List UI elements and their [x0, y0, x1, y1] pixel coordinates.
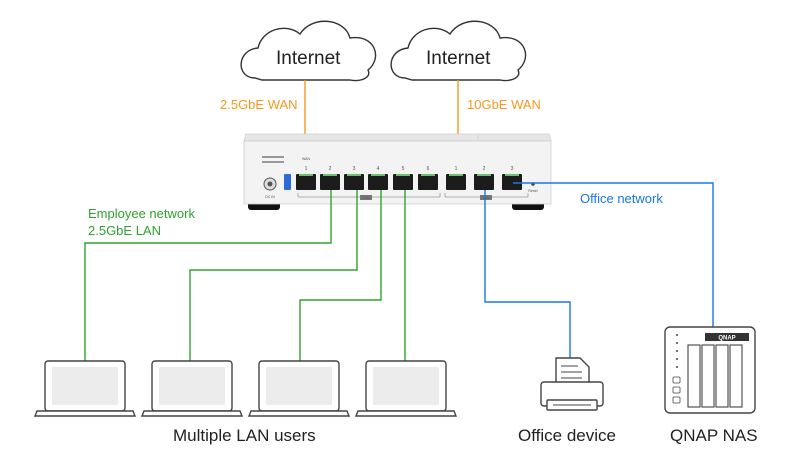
port-number-label: 4 — [377, 166, 380, 172]
port-led-8 — [477, 174, 491, 176]
port-number-label: 3 — [353, 166, 356, 172]
port-number-label: 1 — [305, 166, 308, 172]
internet-cloud-left — [240, 20, 377, 82]
nas-device: QNAP — [664, 326, 756, 414]
ethernet-port-4 — [368, 174, 388, 190]
port-number-label: 1 — [455, 166, 458, 172]
port-number-label: 3 — [511, 166, 514, 172]
laptop-4 — [354, 360, 458, 417]
wan-port-label: WAN — [302, 157, 311, 161]
ethernet-port-6 — [418, 174, 438, 190]
ethernet-port-3 — [344, 174, 364, 190]
employee-network-label: Employee network 2.5GbE LAN — [88, 205, 195, 239]
reset-label: Reset — [528, 189, 537, 193]
ethernet-port-9 — [502, 174, 522, 190]
laptop-3 — [247, 360, 351, 417]
ethernet-port-1 — [296, 174, 316, 190]
cloud-label-left: Internet — [276, 48, 341, 69]
port-led-1 — [299, 174, 313, 176]
laptop-2 — [140, 360, 244, 417]
port-led-6 — [421, 174, 435, 176]
port-led-9 — [505, 174, 519, 176]
lan-connections — [84, 190, 406, 362]
tag-10g — [480, 195, 492, 200]
ethernet-port-5 — [393, 174, 413, 190]
employee-network-line2: 2.5GbE LAN — [88, 223, 161, 238]
usb-port — [284, 174, 291, 190]
port-led-2 — [323, 174, 337, 176]
employee-network-line1: Employee network — [88, 206, 195, 221]
ethernet-port-7 — [446, 174, 466, 190]
port-led-3 — [347, 174, 361, 176]
wan-label-left: 2.5GbE WAN — [220, 97, 298, 112]
group-tag-2-5g: 2.5G — [362, 196, 370, 200]
office-network-label: Office network — [580, 191, 663, 206]
router: 1 2 3 4 5 6 1 2 3 WAN DC IN Reset 2.5G 10G — [243, 133, 552, 210]
nas-brand-label: QNAP — [718, 336, 735, 342]
group-tag-10g: 10G — [483, 196, 490, 200]
ethernet-port-2 — [320, 174, 340, 190]
port-number-label: 2 — [329, 166, 332, 172]
cloud-label-right: Internet — [426, 48, 491, 69]
port-led-7 — [449, 174, 463, 176]
port-number-label: 2 — [483, 166, 486, 172]
port-number-label: 6 — [427, 166, 430, 172]
caption-lan-users: Multiple LAN users — [173, 426, 316, 445]
wan-label-right: 10GbE WAN — [467, 97, 541, 112]
laptop-1 — [33, 360, 137, 417]
dc-in-label: DC IN — [265, 195, 275, 199]
office-connections — [484, 182, 714, 358]
port-number-label: 5 — [402, 166, 405, 172]
printer-icon — [540, 357, 604, 411]
ethernet-port-8 — [474, 174, 494, 190]
port-led-5 — [396, 174, 410, 176]
tag-2-5g — [360, 195, 372, 200]
internet-cloud-right — [390, 20, 527, 82]
port-led-4 — [371, 174, 385, 176]
status-led-text — [262, 156, 284, 158]
caption-office-device: Office device — [518, 426, 616, 445]
caption-nas: QNAP NAS — [670, 426, 758, 445]
